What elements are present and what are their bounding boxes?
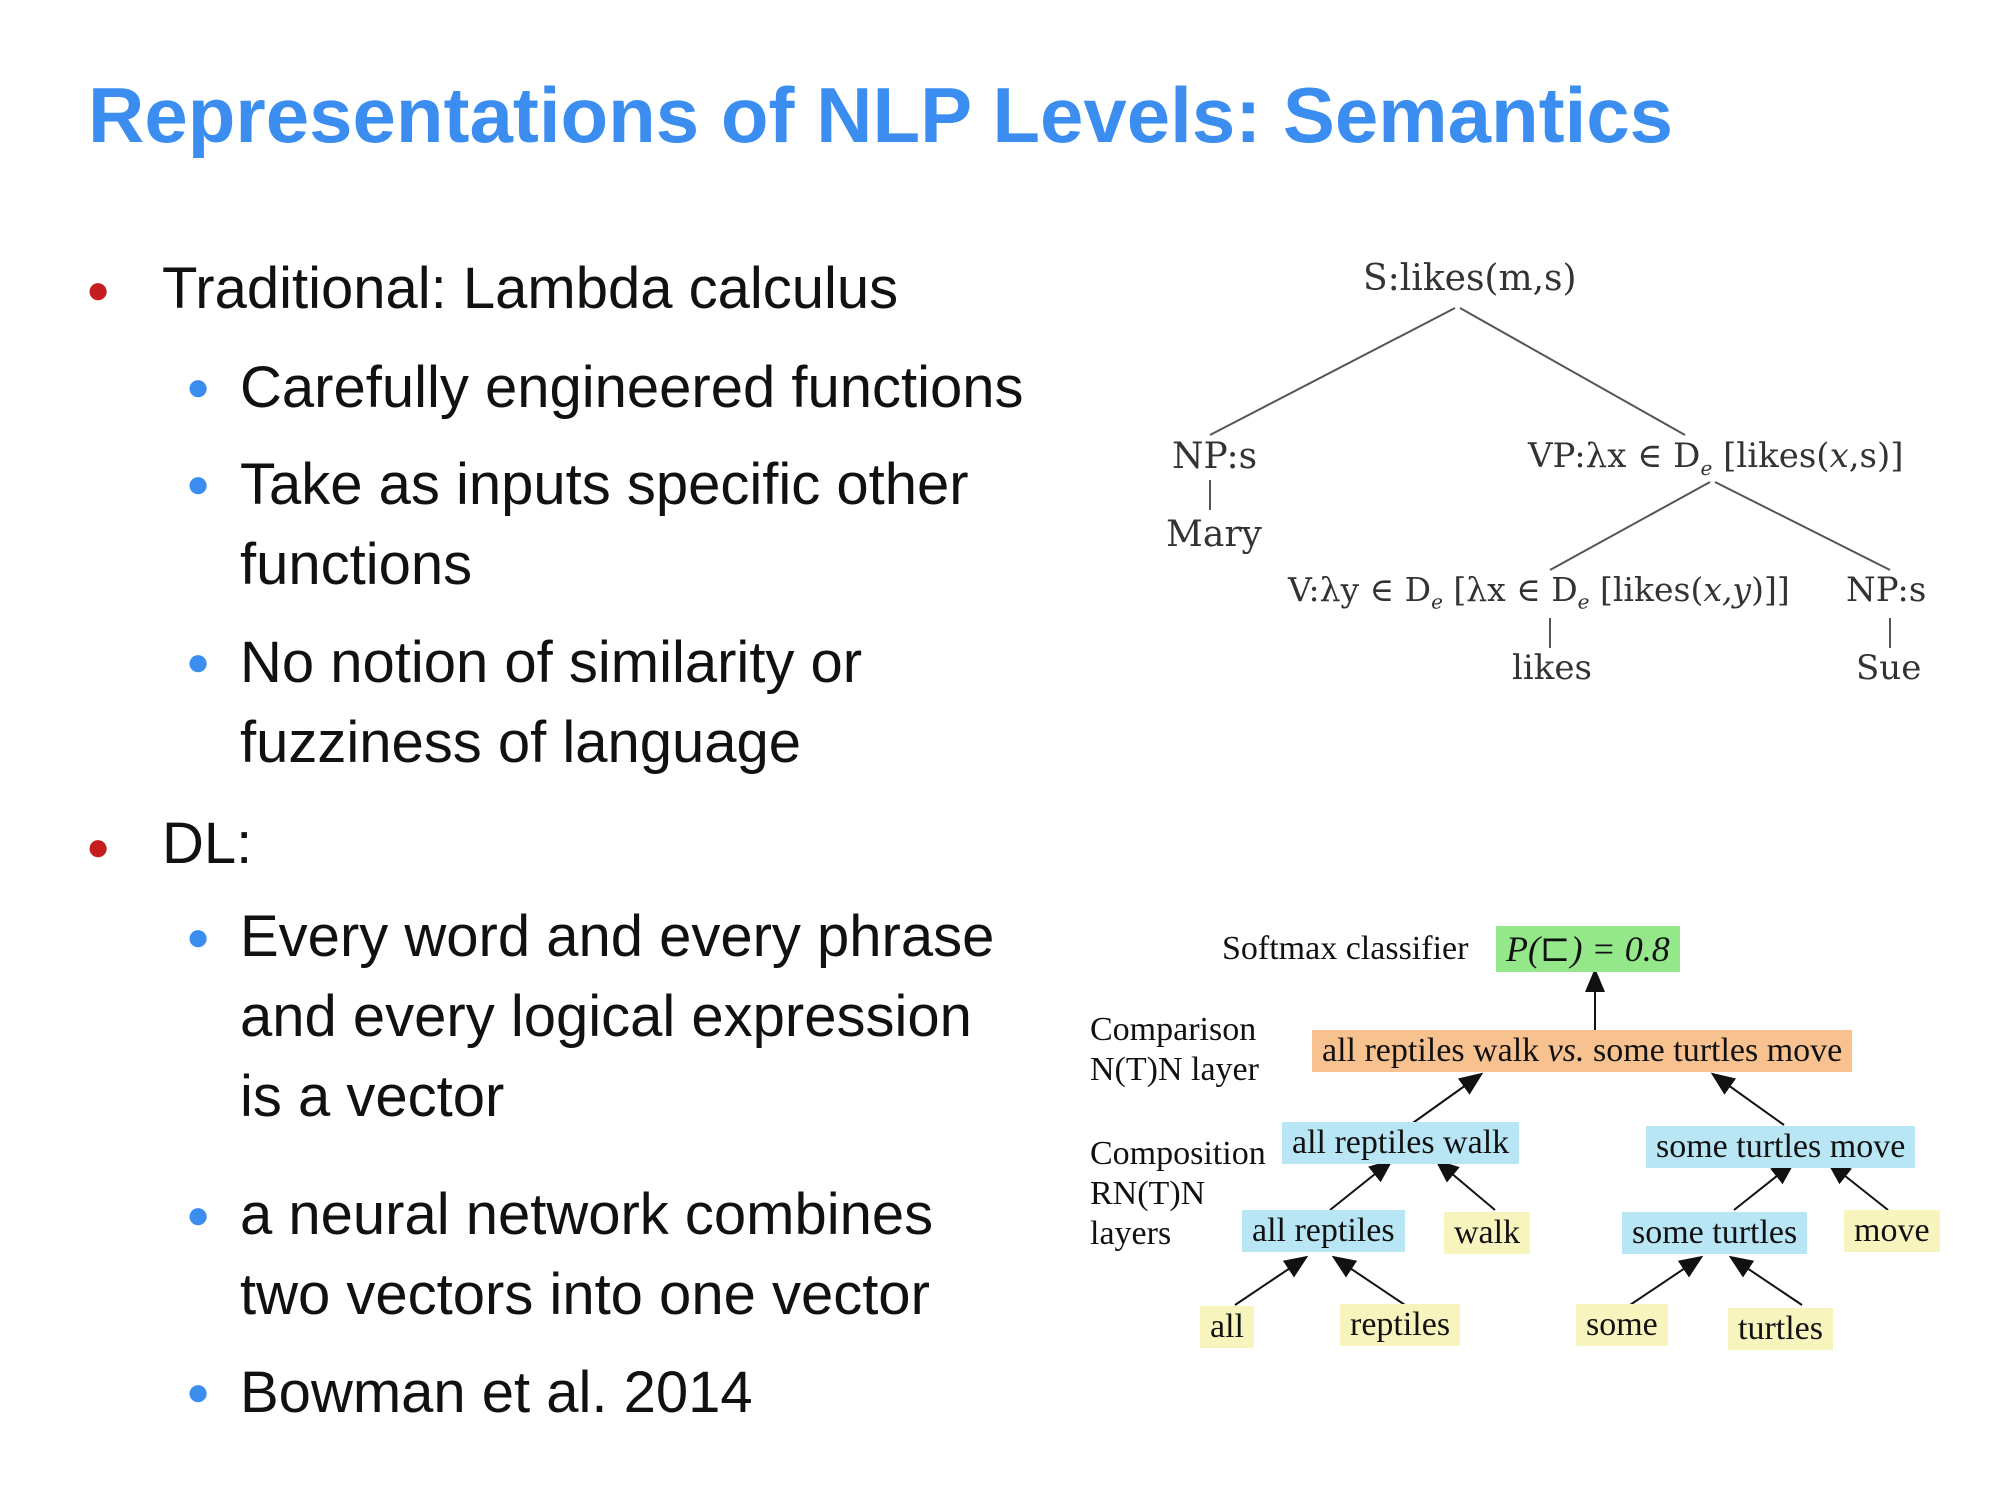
sub-bullet-neural-net: a neural network combines (240, 1182, 934, 1247)
softmax-value-box: P(⊏) = 0.8 (1496, 926, 1680, 972)
sub-bullet-dot-icon: ● (186, 462, 211, 506)
sub-bullet-every-word-cont2: is a vector (240, 1064, 505, 1129)
tree-vp: VP:λx ∈ De [likes(x,s)] (1528, 436, 1904, 480)
bullet-dot-icon: ● (86, 268, 111, 312)
sub-bullet-engineered: Carefully engineered functions (240, 355, 1024, 420)
arrow-st-stm (1733, 1161, 1796, 1211)
arrow-stm-comparison (1710, 1072, 1785, 1126)
reptiles-box: reptiles (1340, 1304, 1461, 1346)
slide-title: Representations of NLP Levels: Semantics (88, 71, 1674, 159)
sub-bullet-inputs: Take as inputs specific other (240, 452, 969, 517)
arrow-move-stm (1826, 1161, 1889, 1211)
arrow-walk-arw (1434, 1159, 1496, 1211)
bullet-traditional: Traditional: Lambda calculus (162, 256, 899, 321)
move-box: move (1844, 1210, 1940, 1252)
arrow-turtles-st (1728, 1255, 1803, 1306)
tree-sue: Sue (1856, 648, 1922, 688)
tree-mary: Mary (1166, 514, 1262, 555)
sub-bullet-dot-icon: ● (186, 365, 211, 409)
sub-bullet-similarity-cont: fuzziness of language (240, 710, 802, 775)
sub-bullet-inputs-cont: functions (240, 532, 473, 597)
tree-np-right: NP:s (1846, 570, 1927, 610)
edge-vp-np (1714, 481, 1891, 571)
some-turtles-move-box: some turtles move (1646, 1126, 1916, 1168)
sub-bullet-every-word-cont1: and every logical expression (240, 984, 972, 1049)
all-box: all (1200, 1306, 1254, 1348)
sub-bullet-neural-net-cont: two vectors into one vector (240, 1262, 930, 1327)
arrow-arw-comparison (1409, 1072, 1484, 1126)
edge-vp-v (1549, 481, 1711, 571)
tree-np-left: NP:s (1172, 436, 1258, 477)
arrow-ar-arw (1329, 1159, 1394, 1211)
comparison-layer-label: Comparison N(T)N layer (1090, 1011, 1259, 1088)
edge-s-vp (1459, 307, 1686, 436)
sub-bullet-similarity: No notion of similarity or (240, 630, 863, 695)
comparison-box: all reptiles walk vs. some turtles move (1312, 1030, 1853, 1072)
edge-s-np (1209, 307, 1456, 436)
turtles-box: turtles (1728, 1308, 1833, 1350)
some-turtles-box: some turtles (1622, 1212, 1808, 1254)
sub-bullet-dot-icon: ● (186, 915, 211, 959)
all-reptiles-box: all reptiles (1242, 1210, 1405, 1252)
arrow-some-st (1629, 1255, 1704, 1306)
bullet-dl: DL: (162, 811, 253, 876)
softmax-label: Softmax classifier (1222, 930, 1469, 967)
sub-bullet-dot-icon: ● (186, 1193, 211, 1237)
sub-bullet-every-word: Every word and every phrase (240, 904, 995, 969)
tree-root: S:likes(m,s) (1363, 258, 1577, 299)
bullet-dot-icon: ● (86, 825, 111, 869)
arrow-all-ar (1234, 1255, 1309, 1306)
tree-v: V:λy ∈ De [λx ∈ De [likes(x,y)]] (1288, 570, 1790, 614)
composition-layer-label: Composition RN(T)N layers (1090, 1135, 1266, 1252)
tree-likes: likes (1512, 648, 1592, 688)
all-reptiles-walk-box: all reptiles walk (1282, 1122, 1520, 1164)
arrow-reptiles-ar (1331, 1255, 1406, 1306)
some-box: some (1576, 1304, 1668, 1346)
walk-box: walk (1444, 1212, 1531, 1254)
sub-bullet-citation: Bowman et al. 2014 (240, 1360, 753, 1425)
sub-bullet-dot-icon: ● (186, 640, 211, 684)
bullet-list: ● Traditional: Lambda calculus ● Careful… (86, 256, 1024, 1425)
sub-bullet-dot-icon: ● (186, 1370, 211, 1414)
